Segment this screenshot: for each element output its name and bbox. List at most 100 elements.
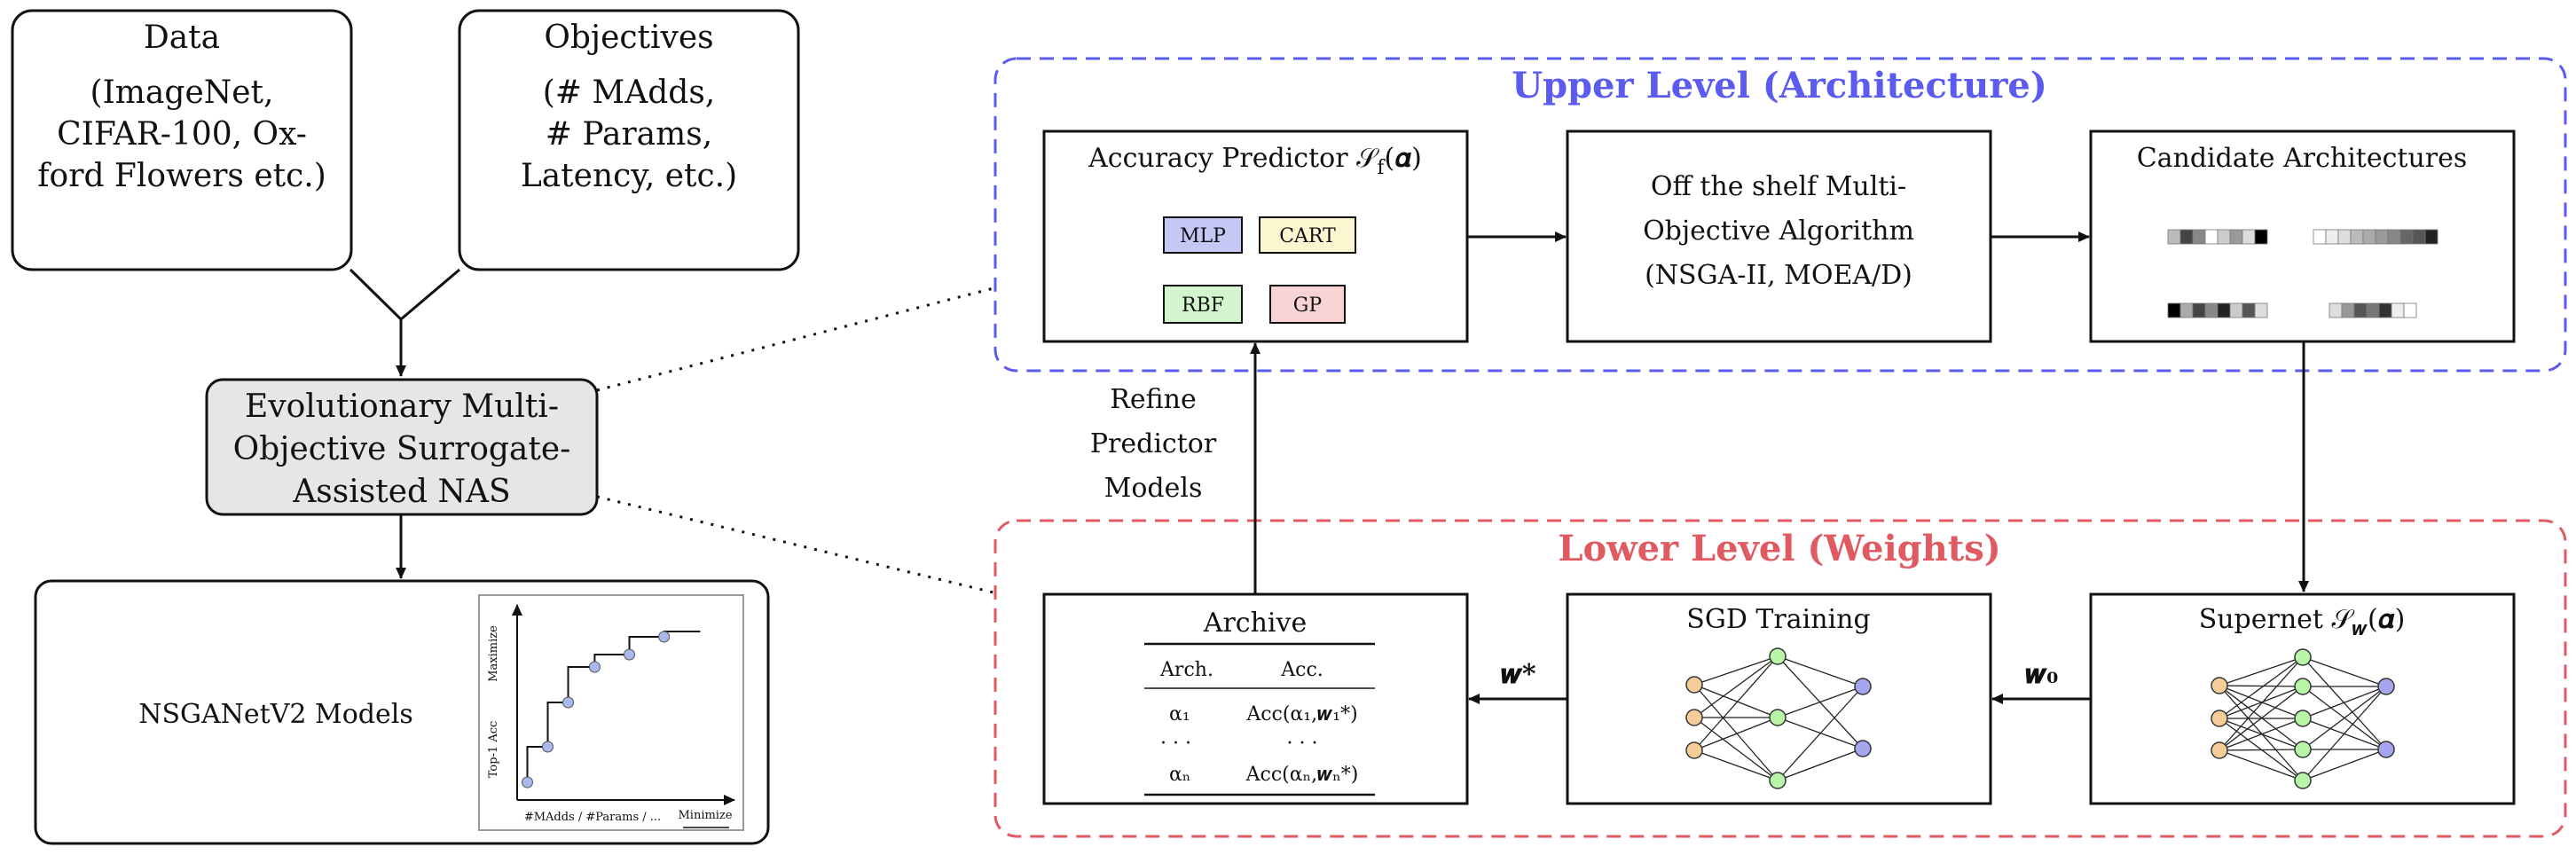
sgd-title: SGD Training [1686, 604, 1870, 635]
encoding-cell [2167, 229, 2181, 245]
predictor-gp-label: GP [1293, 294, 1323, 317]
predictor-gp: GP [1269, 285, 1346, 324]
merge-connector [349, 268, 460, 377]
network-node [2294, 648, 2312, 666]
objectives-line-2: # Params, [546, 116, 712, 153]
network-edge [1693, 655, 1779, 686]
pareto-point [588, 661, 601, 673]
nas-line-1: Evolutionary Multi- [245, 388, 559, 425]
network-node [1854, 740, 1872, 757]
network-node [2294, 772, 2312, 789]
refine-line-1: Refine [1110, 384, 1196, 415]
pareto-point [658, 631, 671, 643]
data-line-1: (ImageNet, [90, 75, 274, 111]
encoding-cell [2378, 302, 2392, 318]
accuracy-predictor-box: Accuracy Predictor 𝒮f(𝜶) MLP CART RBF GP [1042, 129, 1469, 343]
network-edge [1777, 686, 1864, 781]
encoding-cell [2353, 302, 2368, 318]
nas-box: Evolutionary Multi- Objective Surrogate-… [205, 378, 599, 516]
w-star-label: 𝒘* [1500, 659, 1535, 690]
predictor-mlp-label: MLP [1180, 225, 1226, 247]
pareto-point [542, 741, 554, 753]
network-node [1854, 678, 1872, 695]
nas-line-3: Assisted NAS [292, 474, 510, 510]
archive-box: Archive Arch. Acc. α₁ Acc(α₁,𝒘₁*) · · · … [1042, 592, 1469, 805]
encoding-cell [2366, 302, 2380, 318]
encoding-cell [2242, 302, 2256, 318]
objectives-box: Objectives (# MAdds, # Params, Latency, … [458, 9, 800, 271]
accuracy-predictor-title: Accuracy Predictor 𝒮f(𝜶) [1088, 143, 1422, 179]
network-edge [1693, 655, 1779, 751]
network-node [2211, 677, 2228, 694]
data-box: Data (ImageNet, CIFAR-100, Ox- ford Flow… [11, 9, 353, 271]
archive-row-1-arch: α₁ [1169, 703, 1190, 726]
encoding-cell [2192, 229, 2206, 245]
network-node [2211, 710, 2228, 727]
encoding-cell [2179, 302, 2194, 318]
network-edge [1693, 717, 1779, 751]
predictor-mlp: MLP [1163, 216, 1243, 254]
network-edge [1693, 717, 1779, 781]
network-edge [1693, 655, 1779, 718]
data-line-2: CIFAR-100, Ox- [57, 116, 307, 153]
network-node [1685, 676, 1703, 694]
network-edge [1693, 684, 1779, 718]
archive-row-3-acc: Acc(αₙ,𝒘ₙ*) [1245, 764, 1359, 786]
zoom-line-upper [596, 286, 994, 392]
supernet-box: Supernet 𝒮𝒘(𝜶) [2089, 592, 2516, 805]
data-title: Data [144, 20, 220, 56]
network-node [1769, 647, 1787, 665]
refine-line-2: Predictor [1090, 428, 1217, 459]
encoding-cell [2254, 302, 2268, 318]
network-node [1685, 709, 1703, 726]
network-node [2294, 710, 2312, 727]
upper-level-title: Upper Level (Architecture) [1512, 65, 2047, 106]
network-edge [1693, 684, 1779, 781]
network-edge [2219, 656, 2304, 686]
nas-line-2: Objective Surrogate- [233, 431, 571, 467]
w-zero-label: 𝒘₀ [2025, 659, 2059, 690]
architecture-encoding [2329, 302, 2417, 318]
encoding-cell [2217, 229, 2231, 245]
encoding-cell [2313, 229, 2327, 245]
moo-line-3: (NSGA-II, MOEA/D) [1645, 260, 1912, 291]
encoding-cell [2341, 302, 2355, 318]
encoding-cell [2350, 229, 2364, 245]
network-edge [2302, 656, 2387, 687]
zoom-line-lower [596, 495, 994, 594]
moo-algorithm-box: Off the shelf Multi- Objective Algorithm… [1566, 129, 1992, 343]
encoding-cell [2362, 229, 2376, 245]
models-label: NSGANetV2 Models [138, 699, 413, 730]
network-edge [2219, 685, 2304, 750]
data-line-3: ford Flowers etc.) [37, 158, 326, 194]
plot-ymax-label: Maximize [487, 625, 500, 682]
moo-line-1: Off the shelf Multi- [1651, 171, 1906, 202]
network-node [2377, 678, 2395, 695]
encoding-cell [2217, 302, 2231, 318]
encoding-cell [2424, 229, 2439, 245]
network-edge [1693, 749, 1779, 781]
lower-level-region: Lower Level (Weights) [993, 519, 2567, 838]
encoding-cell [2399, 229, 2414, 245]
network-node [2294, 741, 2312, 758]
moo-line-2: Objective Algorithm [1643, 216, 1914, 247]
architecture-encoding [2167, 302, 2268, 318]
encoding-cell [2391, 302, 2405, 318]
network-edge [1777, 748, 1864, 781]
network-edge [2219, 656, 2304, 751]
encoding-cell [2229, 229, 2243, 245]
encoding-cell [2412, 229, 2426, 245]
encoding-cell [2204, 229, 2219, 245]
encoding-cell [2254, 229, 2268, 245]
network-node [1769, 772, 1787, 789]
network-edge [2219, 656, 2304, 719]
pareto-point [624, 648, 635, 661]
encoding-cell [2204, 302, 2219, 318]
encoding-cell [2337, 229, 2352, 245]
candidates-title: Candidate Architectures [2137, 143, 2468, 174]
network-node [2211, 741, 2228, 759]
archive-title: Archive [1203, 608, 1307, 639]
encoding-cell [2167, 302, 2181, 318]
sgd-network-graphic [1685, 647, 1872, 789]
